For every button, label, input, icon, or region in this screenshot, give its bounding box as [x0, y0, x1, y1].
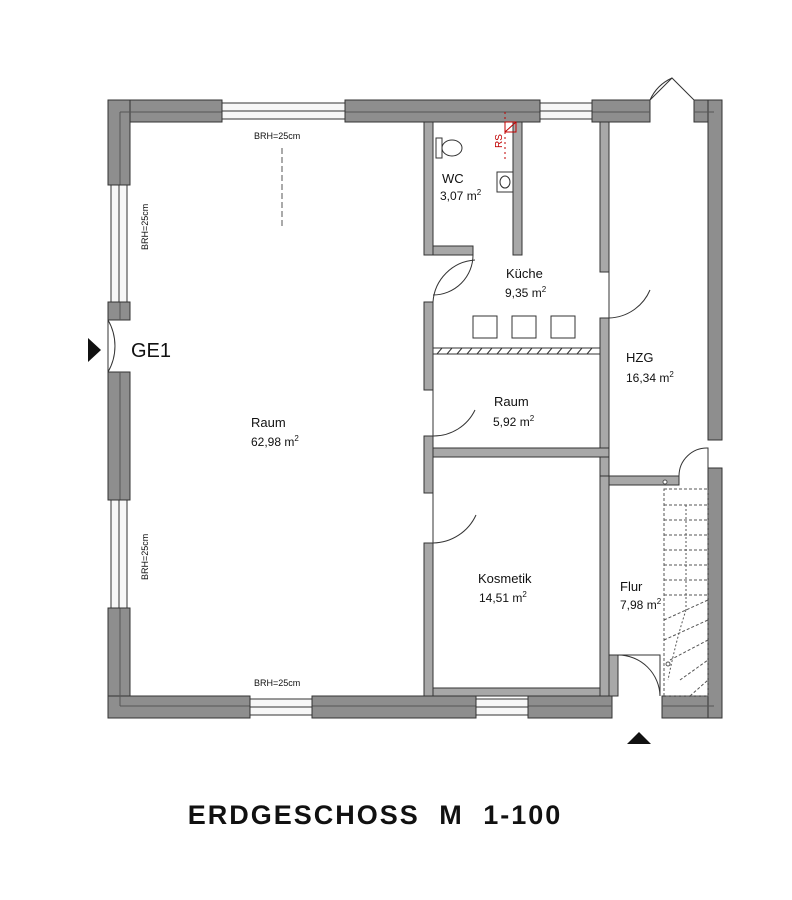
- outer-walls: [107, 99, 723, 719]
- flur-entrance-triangle-icon: [627, 732, 651, 744]
- stairs: [662, 479, 709, 697]
- hatched-partition: [432, 347, 601, 355]
- sill-label-bottom: BRH=25cm: [254, 678, 300, 688]
- plan-title: ERDGESCHOSS M 1-100: [187, 800, 563, 830]
- room-name: Raum: [251, 415, 286, 430]
- room-area: 62,98 m2: [251, 434, 299, 449]
- room-area: 9,35 m2: [505, 285, 547, 300]
- windows: [110, 102, 593, 716]
- room-name: HZG: [626, 350, 653, 365]
- sill-label-top: BRH=25cm: [254, 131, 300, 141]
- room-area: 3,07 m2: [440, 188, 482, 203]
- room-kueche: Küche 9,35 m2: [505, 266, 547, 300]
- room-raum-main: Raum 62,98 m2: [251, 415, 299, 449]
- wc-toilet-icon: [435, 137, 463, 159]
- wc-washbasin-icon: [496, 171, 514, 193]
- outer-wall-inner-lines: [119, 111, 714, 707]
- kitchen-counter-units: [472, 315, 576, 339]
- room-area: 16,34 m2: [626, 370, 674, 385]
- room-raum-small: Raum 5,92 m2: [493, 394, 535, 429]
- room-kosmetik: Kosmetik 14,51 m2: [478, 571, 532, 605]
- room-name: Flur: [620, 579, 643, 594]
- door-swings: [107, 77, 709, 697]
- entrance-label: GE1: [131, 340, 171, 362]
- room-wc: WC 3,07 m2: [440, 171, 482, 203]
- sill-label-left-upper: BRH=25cm: [140, 204, 150, 250]
- room-area: 5,92 m2: [493, 414, 535, 429]
- sill-label-left-lower: BRH=25cm: [140, 534, 150, 580]
- riser-shaft: [504, 112, 517, 160]
- room-name: WC: [442, 171, 464, 186]
- room-area: 14,51 m2: [479, 590, 527, 605]
- room-name: Raum: [494, 394, 529, 409]
- interior-walls: [423, 121, 680, 697]
- room-flur: Flur 7,98 m2: [620, 579, 662, 612]
- room-hzg: HZG 16,34 m2: [626, 350, 674, 385]
- entrance-arrow-icon: [88, 338, 101, 362]
- room-area: 7,98 m2: [620, 597, 662, 612]
- room-name: Küche: [506, 266, 543, 281]
- riser-label: RS: [494, 134, 505, 148]
- room-name: Kosmetik: [478, 571, 532, 586]
